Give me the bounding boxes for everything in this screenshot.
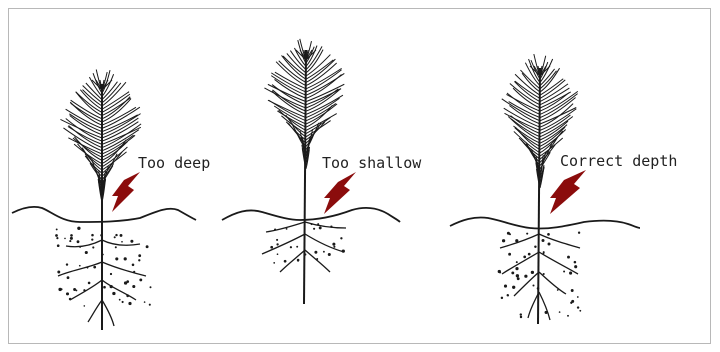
label-correct-depth: Correct depth: [560, 152, 677, 170]
label-too-deep: Too deep: [138, 154, 210, 172]
tree-correct-depth: Correct depth: [450, 54, 677, 324]
roots-correct-depth: [500, 234, 580, 320]
label-too-shallow: Too shallow: [322, 154, 422, 172]
trunk-correct-depth: [538, 68, 540, 324]
ground-line-too-deep: [12, 207, 196, 222]
arrow-correct-depth: [550, 170, 586, 214]
ground-line-too-shallow: [222, 208, 400, 222]
arrow-too-deep: [112, 172, 140, 212]
arrow-too-shallow: [324, 172, 356, 214]
tree-too-deep: Too deep: [12, 70, 210, 330]
ground-line-correct-depth: [450, 217, 640, 228]
soil-dots-too-deep: [55, 227, 151, 307]
tree-too-shallow: Too shallow: [222, 39, 422, 304]
